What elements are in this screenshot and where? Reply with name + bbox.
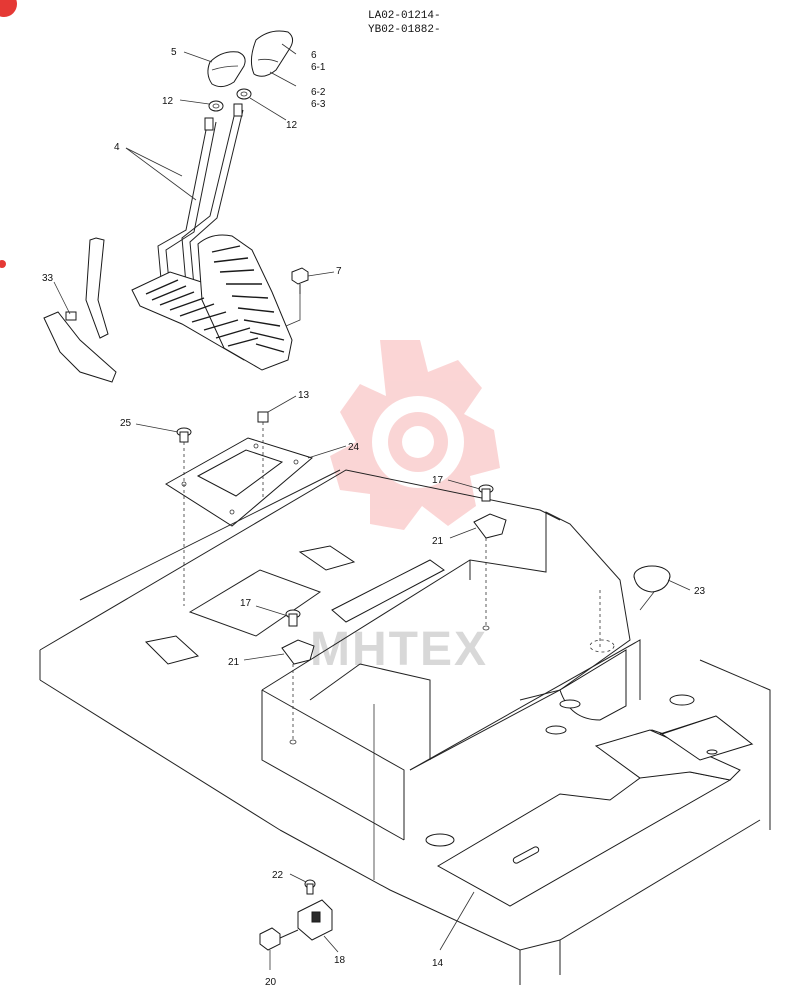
label-part-25: 25 [120,418,132,429]
part-labels: 5 6 6-1 6-2 6-3 12 12 4 7 33 13 25 24 17… [42,47,706,988]
plate-24 [165,437,314,527]
label-part-18: 18 [334,955,346,966]
bolt-25 [176,427,192,606]
label-part-4: 4 [114,142,120,153]
label-part-6-3: 6-3 [311,99,326,110]
nut-left [208,100,224,112]
label-part-21-upper: 21 [432,536,444,547]
watermark-text: MHTEX [310,623,488,676]
serial-number-1: LA02-01214- [368,10,441,22]
label-part-22: 22 [272,870,284,881]
label-part-12-right: 12 [286,120,298,131]
label-part-17-lower: 17 [240,598,252,609]
nut-13 [257,411,269,500]
leader-lines [53,43,691,970]
knob-right [250,30,294,77]
label-part-23: 23 [694,586,706,597]
page-badge [0,0,17,17]
bracket-33 [43,237,117,383]
label-part-12-left: 12 [162,96,174,107]
label-part-14: 14 [432,958,444,969]
floor-frame [39,469,771,985]
label-part-6: 6 [311,50,317,61]
label-part-33: 33 [42,273,54,284]
pin-22 [304,879,316,895]
label-part-6-1: 6-1 [311,62,326,73]
page-badge-small [0,260,6,268]
serial-number-2: YB02-01882- [368,24,441,36]
label-part-6-2: 6-2 [311,87,326,98]
bolt-17-upper [473,484,507,631]
bolt-20 [259,927,299,951]
knob-left [207,51,246,88]
label-part-7: 7 [336,266,342,277]
cap-23 [589,565,671,653]
travel-levers [157,103,244,293]
label-part-13: 13 [298,390,310,401]
label-part-24: 24 [348,442,360,453]
label-part-20: 20 [265,977,277,988]
floor-mat-14 [436,715,754,907]
travel-pedals [131,234,293,371]
nut-right [236,88,252,100]
watermark-gear-icon [330,340,500,530]
bracket-18 [297,899,333,941]
label-part-21-lower: 21 [228,657,240,668]
bolt-17-lower [281,609,315,745]
label-part-17-upper: 17 [432,475,444,486]
label-part-5: 5 [171,47,177,58]
bolt-7 [285,267,309,327]
